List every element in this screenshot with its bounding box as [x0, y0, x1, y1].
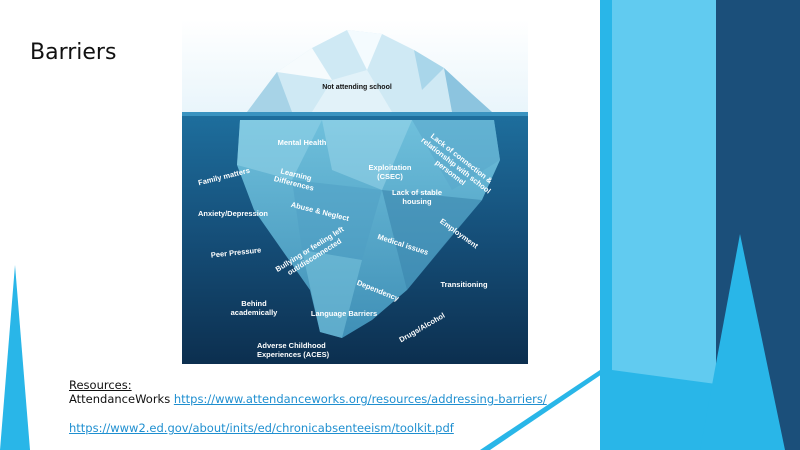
- label-transitioning: Transitioning: [440, 280, 488, 289]
- label-anxiety-depression: Anxiety/Depression: [197, 209, 269, 218]
- label-behind-academically: Behind academically: [230, 299, 278, 317]
- accent-thin-line: [480, 370, 608, 450]
- iceberg-diagram: Not attending school Mental Health Lack …: [182, 20, 528, 364]
- label-exploitation: Exploitation (CSEC): [368, 163, 412, 181]
- source-name: AttendanceWorks: [69, 392, 171, 406]
- resources-line: AttendanceWorks https://www.attendancewo…: [69, 392, 547, 406]
- page-title: Barriers: [30, 40, 117, 65]
- iceberg-tip: [247, 30, 492, 112]
- resources-block: Resources: AttendanceWorks https://www.a…: [69, 378, 547, 406]
- label-mental-health: Mental Health: [277, 138, 327, 147]
- label-aces: Adverse Childhood Experiences (ACES): [257, 341, 330, 359]
- label-language-barriers: Language Barriers: [310, 309, 378, 318]
- accent-triangle-left: [0, 265, 30, 450]
- iceberg-illustration: [182, 20, 528, 364]
- resources-link-2: https://www2.ed.gov/about/inits/ed/chron…: [69, 421, 454, 435]
- resources-heading: Resources:: [69, 378, 132, 392]
- waterline: [182, 112, 528, 116]
- attendance-works-link[interactable]: https://www.attendanceworks.org/resource…: [173, 392, 547, 406]
- label-lack-of-stable-housing: Lack of stable housing: [391, 188, 443, 206]
- label-not-attending-school: Not attending school: [322, 84, 392, 91]
- accent-triangle-right: [700, 234, 785, 450]
- accent-panel-highlight: [612, 0, 716, 384]
- ed-gov-toolkit-link[interactable]: https://www2.ed.gov/about/inits/ed/chron…: [69, 421, 454, 435]
